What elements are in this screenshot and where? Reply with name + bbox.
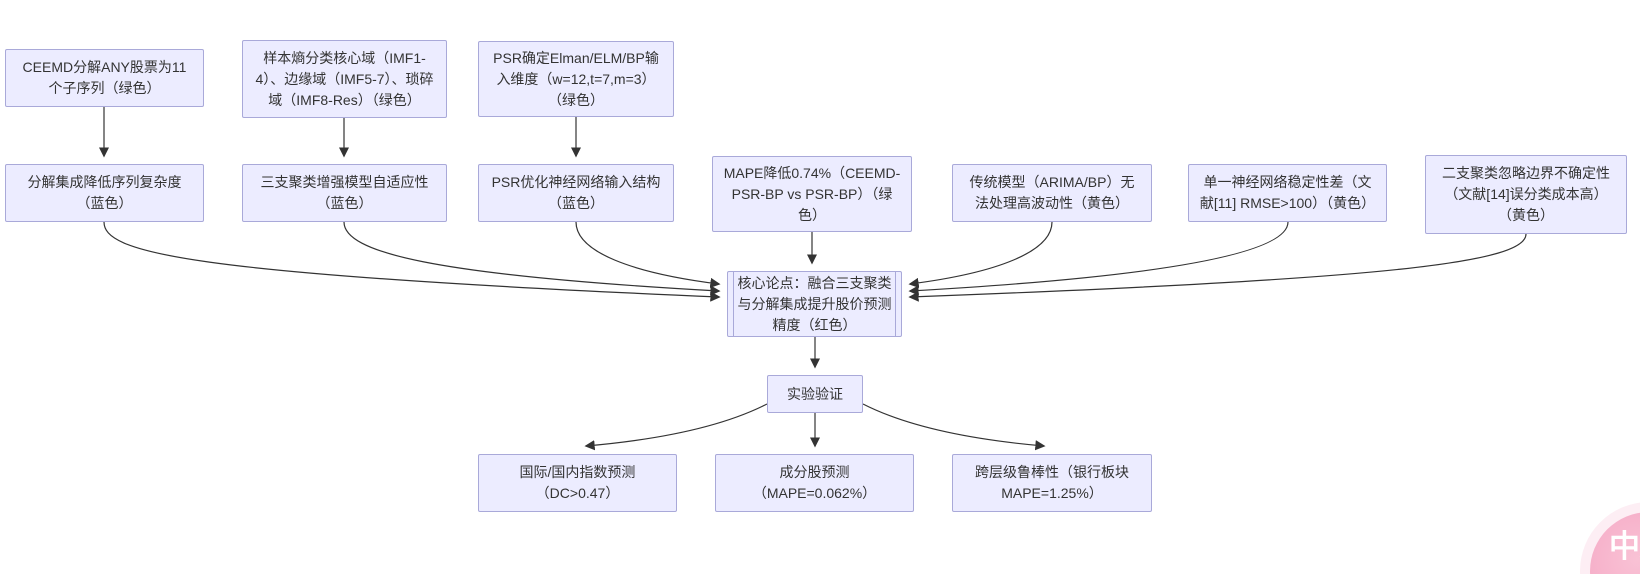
node-traditional-limit: 传统模型（ARIMA/BP）无法处理高波动性（黄色） — [952, 164, 1152, 222]
edge-validation-to-index — [584, 403, 768, 451]
translate-badge-button[interactable]: 中A — [1590, 512, 1640, 574]
edge-validation-to-robust — [862, 403, 1046, 451]
node-decompose-complexity: 分解集成降低序列复杂度（蓝色） — [5, 164, 204, 222]
node-experiment-validation: 实验验证 — [767, 375, 863, 413]
node-label: 传统模型（ARIMA/BP）无法处理高波动性（黄色） — [969, 174, 1135, 211]
node-label: 核心论点：融合三支聚类与分解集成提升股价预测精度（红色） — [737, 274, 892, 333]
node-psr-structure: PSR优化神经网络输入结构（蓝色） — [478, 164, 674, 222]
node-core-thesis: 核心论点：融合三支聚类与分解集成提升股价预测精度（红色） — [727, 271, 902, 337]
node-label: 单一神经网络稳定性差（文献[11] RMSE>100）（黄色） — [1199, 174, 1376, 211]
edge-complexity-to-core — [103, 221, 721, 302]
node-label: PSR确定Elman/ELM/BP输入维度（w=12,t=7,m=3）（绿色） — [493, 49, 659, 108]
node-label: 分解集成降低序列复杂度（蓝色） — [27, 174, 182, 211]
node-constituent-forecast: 成分股预测（MAPE=0.062%） — [715, 454, 914, 512]
node-label: 跨层级鲁棒性（银行板块 MAPE=1.25%） — [975, 464, 1129, 501]
node-label: 二支聚类忽略边界不确定性（文献[14]误分类成本高）（黄色） — [1442, 165, 1610, 223]
node-three-way-adaptive: 三支聚类增强模型自适应性（蓝色） — [242, 164, 447, 222]
node-sample-entropy: 样本熵分类核心域（IMF1-4）、边缘域（IMF5-7）、琐碎域（IMF8-Re… — [242, 40, 447, 118]
node-single-nn-unstable: 单一神经网络稳定性差（文献[11] RMSE>100）（黄色） — [1188, 164, 1387, 222]
node-label: 样本熵分类核心域（IMF1-4）、边缘域（IMF5-7）、琐碎域（IMF8-Re… — [255, 49, 434, 108]
node-label: CEEMD分解ANY股票为11个子序列（绿色） — [22, 59, 187, 96]
node-label: PSR优化神经网络输入结构（蓝色） — [491, 174, 661, 211]
edge-singlenn-to-core — [908, 221, 1289, 296]
node-two-way-limit: 二支聚类忽略边界不确定性（文献[14]误分类成本高）（黄色） — [1425, 155, 1627, 234]
node-index-forecast: 国际/国内指数预测（DC>0.47） — [478, 454, 677, 512]
node-label: 三支聚类增强模型自适应性（蓝色） — [260, 174, 429, 211]
translate-icon: 中A — [1609, 529, 1640, 564]
edge-structure-to-core — [575, 221, 721, 288]
edge-adaptive-to-core — [343, 221, 721, 296]
node-label: 实验验证 — [787, 385, 843, 402]
node-psr-input-dimension: PSR确定Elman/ELM/BP输入维度（w=12,t=7,m=3）（绿色） — [478, 41, 674, 117]
node-mape-reduction: MAPE降低0.74%（CEEMD-PSR-BP vs PSR-BP）（绿色） — [712, 156, 912, 232]
node-ceemd-decompose: CEEMD分解ANY股票为11个子序列（绿色） — [5, 49, 204, 107]
edge-traditional-to-core — [908, 221, 1053, 288]
node-label: 国际/国内指数预测（DC>0.47） — [519, 464, 636, 501]
node-label: MAPE降低0.74%（CEEMD-PSR-BP vs PSR-BP）（绿色） — [723, 164, 901, 223]
edge-twoway-to-core — [908, 233, 1527, 302]
node-cross-level-robust: 跨层级鲁棒性（银行板块 MAPE=1.25%） — [952, 454, 1152, 512]
node-label: 成分股预测（MAPE=0.062%） — [752, 464, 877, 501]
